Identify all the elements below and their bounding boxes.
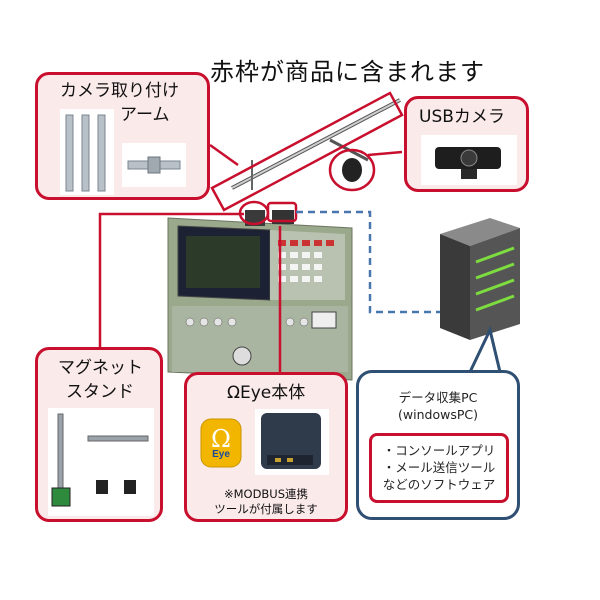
- pc-software-box: ・コンソールアプリ ・メール送信ツール などのソフトウェア: [369, 433, 509, 503]
- omega-eye-label: ΩEye本体: [227, 383, 306, 403]
- pc-software-2: ・メール送信ツール: [382, 460, 496, 475]
- pc-software-1: ・コンソールアプリ: [382, 443, 496, 458]
- camera-red-circle: [328, 148, 376, 192]
- omega-eye-device-image: [255, 409, 329, 475]
- omega-eye-logo-text: Eye: [212, 449, 230, 460]
- pc-label-2: (windowsPC): [398, 407, 478, 422]
- webcam-icon: [421, 135, 517, 185]
- page-title: 赤枠が商品に含まれます: [210, 58, 485, 86]
- camera-arm-drawing: [231, 98, 401, 190]
- pc-box: データ収集PC (windowsPC) ・コンソールアプリ ・メール送信ツール …: [356, 370, 520, 520]
- network-line: [296, 210, 452, 314]
- omega-eye-box: ΩEye本体 Ω Eye ※MODBUS連携 ツールが付属します: [184, 372, 348, 522]
- omega-eye-note-1: ※MODBUS連携: [223, 487, 309, 501]
- camera-arm-box: カメラ取り付け アーム: [35, 72, 210, 200]
- server-tower-icon: [440, 218, 520, 340]
- svg-text:Ω: Ω: [211, 425, 231, 453]
- magnet-label-1: マグネット: [58, 358, 143, 378]
- arm-label-2: アーム: [120, 105, 170, 125]
- usb-camera-label: USBカメラ: [419, 107, 505, 127]
- red-connectors: [98, 143, 403, 372]
- arm-rods-image: [60, 109, 114, 195]
- magnet-label-2: スタンド: [66, 382, 134, 402]
- magnet-stand-box: マグネット スタンド: [35, 347, 163, 522]
- arm-label-1: カメラ取り付け: [60, 81, 179, 101]
- pc-software-3: などのソフトウェア: [382, 477, 496, 492]
- pc-label-1: データ収集PC: [398, 390, 478, 405]
- magnet-stand-image: [48, 408, 154, 516]
- arm-red-frame: [210, 91, 404, 212]
- arm-joint-image: [122, 143, 186, 187]
- omega-eye-logo: Ω Eye: [199, 417, 243, 469]
- usb-camera-box: USBカメラ: [404, 96, 529, 192]
- cnc-machine: [167, 210, 353, 381]
- omega-eye-note-2: ツールが付属します: [214, 502, 318, 516]
